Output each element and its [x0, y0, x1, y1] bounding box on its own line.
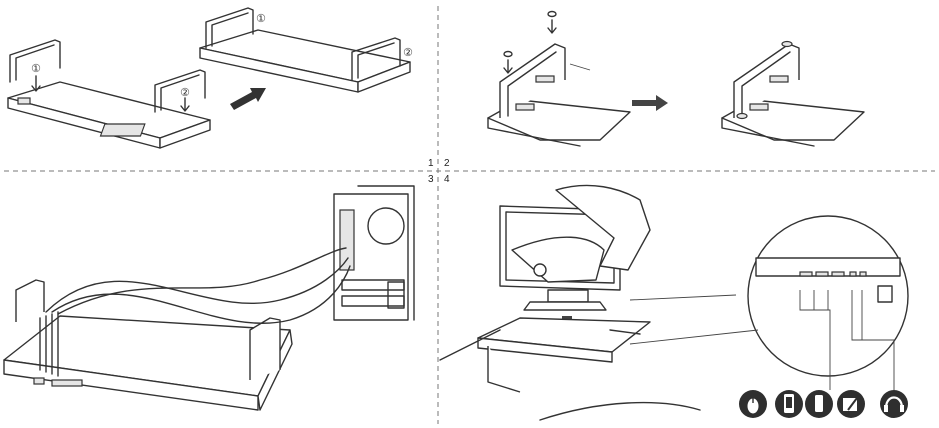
panel-3-connect-cables: [3, 185, 415, 411]
panel-1-attach-legs: ① ② ① ②: [7, 7, 413, 149]
step-marker-1: ①: [31, 62, 41, 75]
step-marker-1b: ①: [256, 12, 266, 25]
usb-drive-icon: [805, 390, 833, 418]
step-number-2: 2: [444, 158, 450, 169]
panel-4-place-monitor: [439, 184, 909, 421]
step-marker-2b: ②: [403, 46, 413, 59]
step-marker-2: ②: [180, 86, 190, 99]
step-number-3: 3: [428, 174, 434, 185]
next-step-arrow: [230, 88, 266, 110]
mouse-icon: [739, 390, 767, 418]
step-number-4: 4: [444, 174, 450, 185]
drawing-tablet-icon: [837, 390, 865, 418]
panel-2-insert-feet: [487, 10, 865, 147]
headphones-icon: [880, 390, 908, 418]
step-number-1: 1: [428, 158, 434, 169]
transition-arrow: [632, 95, 668, 111]
phone-icon: [775, 390, 803, 418]
